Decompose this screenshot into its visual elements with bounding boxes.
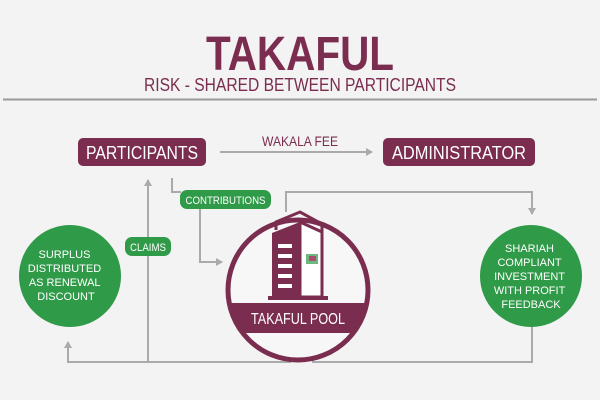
surplus-line: DISCOUNT — [37, 291, 95, 303]
contributions-arrow — [199, 208, 223, 266]
page-subtitle: RISK - SHARED BETWEEN PARTICIPANTS — [144, 75, 456, 95]
claims-badge: CLAIMS — [125, 237, 171, 256]
investment-circle: SHARIAH COMPLIANT INVESTMENT WITH PROFIT… — [480, 225, 582, 327]
contributions-badge: CONTRIBUTIONS — [180, 190, 271, 209]
svg-text:SURPLUS DISTRIBUTED: SURPLUS DISTRIBUTED AS RENEWAL DISCOUNT — [28, 249, 104, 303]
participants-to-contributions-line — [171, 178, 181, 193]
administrator-label: ADMINISTRATOR — [392, 143, 526, 163]
surplus-circle: SURPLUS DISTRIBUTED AS RENEWAL DISCOUNT — [19, 225, 121, 327]
participants-box: PARTICIPANTS — [78, 138, 206, 166]
surplus-line: SURPLUS — [38, 249, 90, 261]
pool-to-investment-arrow — [285, 191, 536, 215]
takaful-pool-label: TAKAFUL POOL — [251, 311, 345, 328]
claims-label: CLAIMS — [130, 242, 166, 254]
investment-line: INVESTMENT — [494, 271, 565, 283]
wakala-fee-label: WAKALA FEE — [262, 133, 338, 149]
investment-line: SHARIAH — [505, 243, 554, 255]
investment-line: FEEDBACK — [501, 299, 561, 311]
investment-line: WITH PROFIT — [494, 285, 566, 297]
participants-label: PARTICIPANTS — [86, 143, 198, 163]
surplus-line: DISTRIBUTED — [28, 263, 101, 275]
administrator-box: ADMINISTRATOR — [383, 138, 535, 166]
contributions-label: CONTRIBUTIONS — [186, 195, 266, 207]
svg-text:SHARIAH COMPLIANT: SHARIAH COMPLIANT INVESTMENT WITH PROFIT… — [494, 243, 568, 311]
takaful-pool: TAKAFUL POOL — [225, 210, 371, 363]
surplus-line: AS RENEWAL — [29, 277, 101, 289]
page-title: TAKAFUL — [206, 28, 394, 81]
investment-line: COMPLIANT — [497, 257, 561, 269]
building-icon — [268, 210, 328, 300]
